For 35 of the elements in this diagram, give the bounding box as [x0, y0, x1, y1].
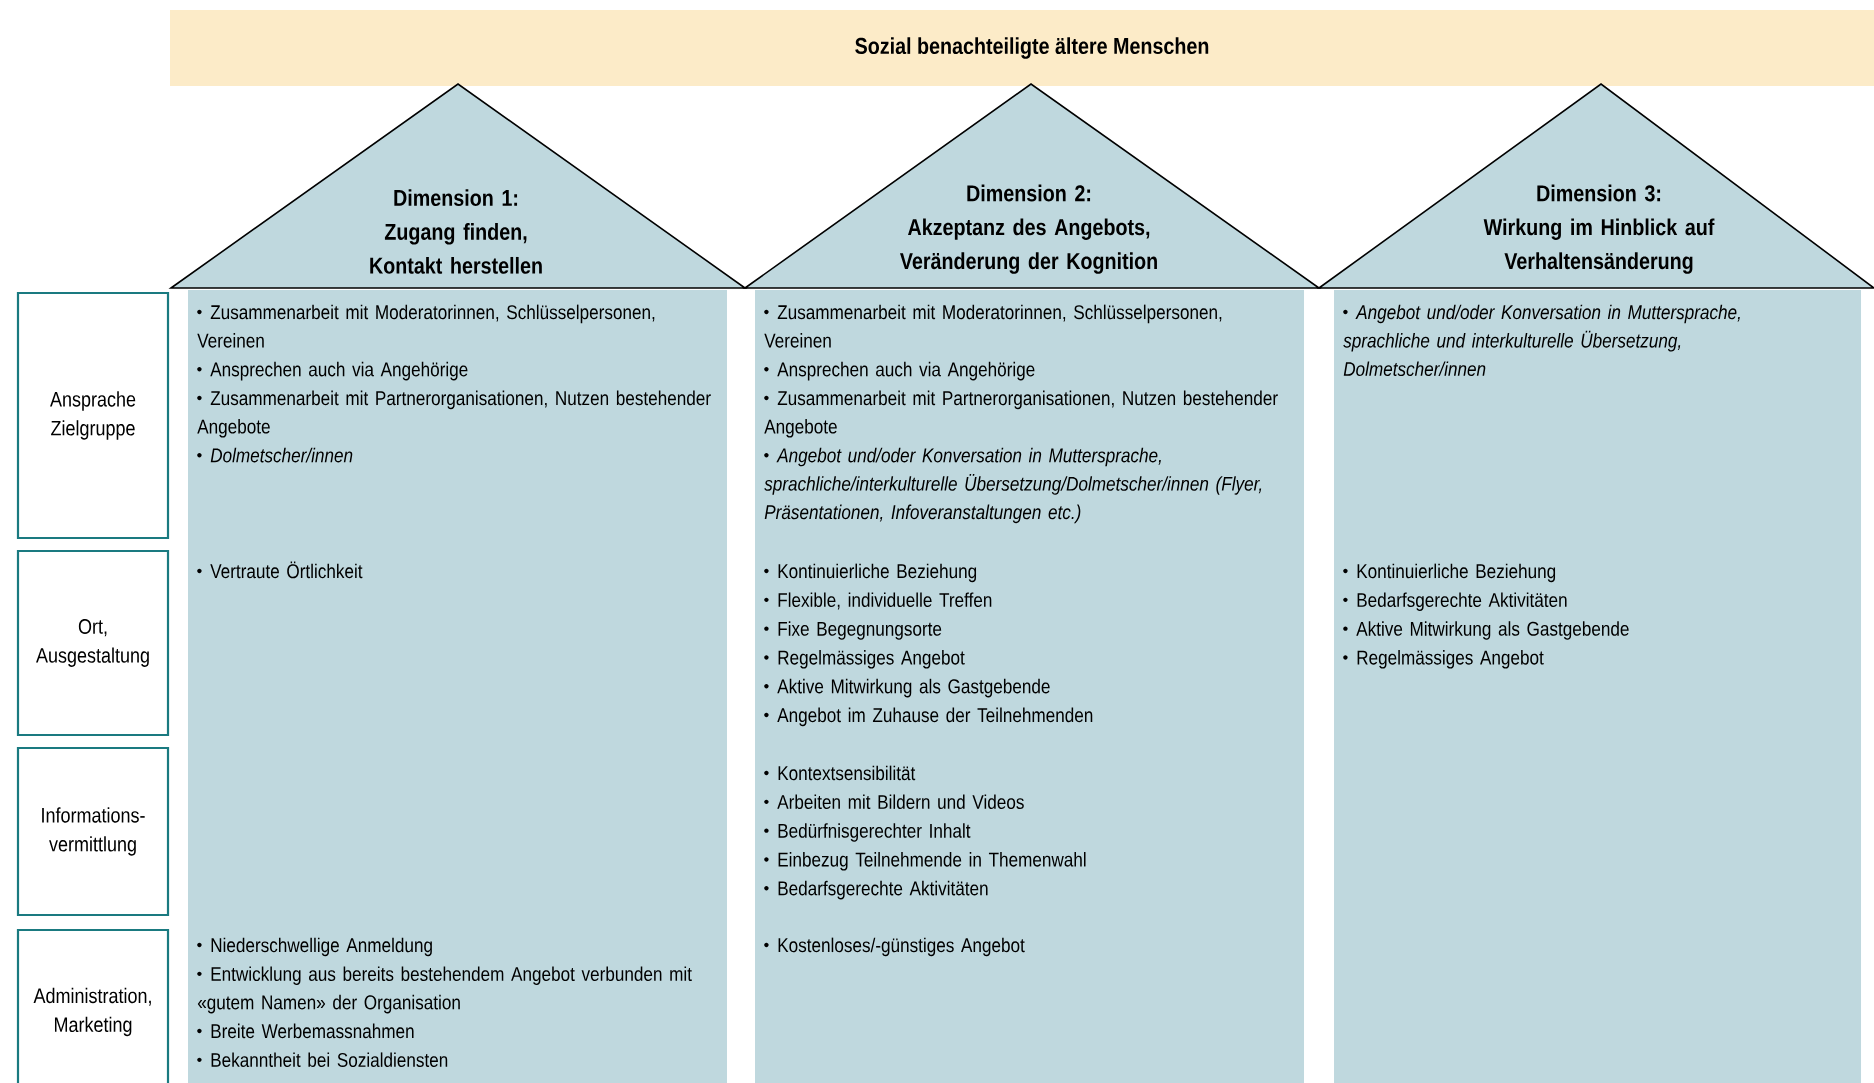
bullet-item: Zusammenarbeit mit Moderatorinnen, Schlüsselpersonen, Vereinen — [197, 304, 655, 348]
bullet-item: Angebot im Zuhause der Teilnehmenden — [764, 707, 1093, 727]
bullet-item: Arbeiten mit Bildern und Videos — [764, 794, 1024, 810]
bullet-item: Einbezug Teilnehmende in Themenwahl — [764, 852, 1086, 871]
bullet-item: Kostenloses/-günstiges Angebot — [764, 937, 1025, 957]
bullet-item: Kontinuierliche Beziehung — [764, 563, 977, 583]
bullet-item: Vertraute Örtlichkeit — [197, 561, 363, 579]
bullet-item: Entwicklung aus bereits bestehendem Angebot verbunden mit «gutem Namen» der Organisation — [197, 966, 692, 1014]
title-band: Sozial benachteiligte ältere Menschen — [170, 10, 1874, 86]
bullet-item: Dolmetscher/innen — [197, 447, 353, 463]
bullet-item: Ansprechen auch via Angehörige — [764, 361, 1035, 381]
bullet-item: Aktive Mitwirkung als Gastgebende — [764, 678, 1050, 698]
bullet-item: Zusammenarbeit mit Partnerorganisationen, Nutzen bestehender Angebote — [197, 390, 711, 438]
bullet-item: Zusammenarbeit mit Partnerorganisationen, Nutzen bestehender Angebote — [764, 390, 1278, 438]
bullet-item: Bedarfsgerechte Aktivitäten — [764, 880, 988, 900]
bullet-item: Bedürfnisgerechter Inhalt — [764, 823, 971, 842]
bullet-item: Niederschwellige Anmeldung — [197, 937, 432, 957]
bullet-item: Regelmässiges Angebot — [764, 650, 965, 669]
bullet-item: Regelmässiges Angebot — [1343, 650, 1544, 669]
row-label-box: Ansprache Zielgruppe — [16, 291, 170, 540]
bullet-item: Ansprechen auch via Angehörige — [197, 361, 468, 381]
bullet-item: Flexible, individuelle Treffen — [764, 592, 992, 610]
bullet-item: Angebot und/oder Konversation in Muttersprache, sprachliche und interkulturelle Übersetzung, Dolmetscher/innen — [1343, 304, 1740, 377]
bullet-item: Breite Werbemassnahmen — [197, 1023, 414, 1039]
bullet-item: Kontextsensibilität — [764, 765, 916, 781]
row-label-box: Administration, Marketing — [16, 928, 170, 1083]
row-label-box: Ort, Ausgestaltung — [16, 549, 170, 737]
bullet-item: Angebot und/oder Konversation in Muttersprache, sprachliche/interkulturelle Übersetzung/Dolmetscher/innen (Flyer, Präsentationen, Infoveranstaltungen etc.) — [764, 447, 1262, 524]
row-label-box: Informations- vermittlung — [16, 746, 170, 917]
bullet-item: Aktive Mitwirkung als Gastgebende — [1343, 621, 1629, 640]
bullet-item: Zusammenarbeit mit Moderatorinnen, Schlüsselpersonen, Vereinen — [764, 304, 1222, 348]
bullet-item: Bedarfsgerechte Aktivitäten — [1343, 592, 1567, 611]
bullet-item: Fixe Begegnungsorte — [764, 621, 942, 640]
bullet-item: Kontinuierliche Beziehung — [1343, 563, 1556, 583]
bullet-item: Bekanntheit bei Sozialdiensten — [197, 1052, 448, 1068]
